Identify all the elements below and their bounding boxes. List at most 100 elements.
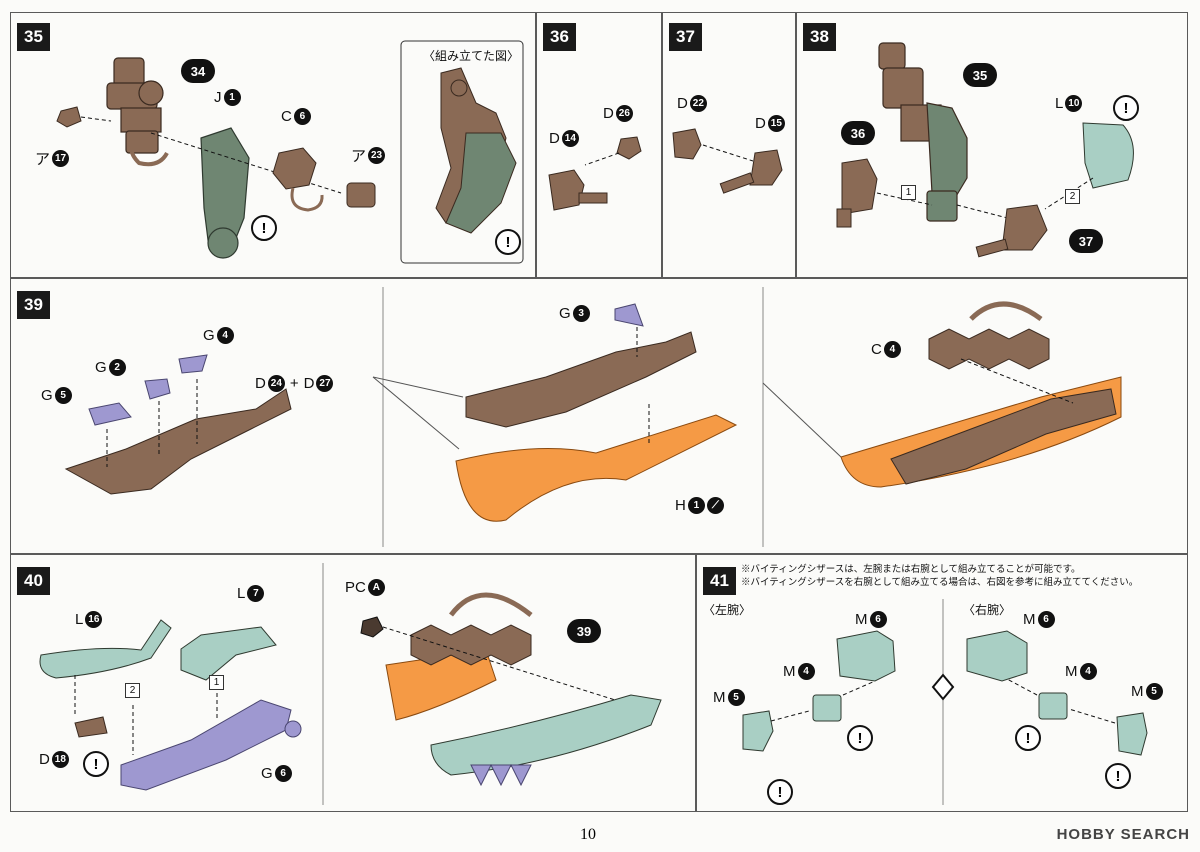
part-number: 26 xyxy=(615,105,633,122)
part-d22 xyxy=(672,128,702,160)
part-number: 6 xyxy=(274,765,292,782)
part-c6 xyxy=(272,147,317,190)
part-g4 xyxy=(178,354,208,374)
warning-icon: ! xyxy=(1113,95,1139,121)
left-m5 xyxy=(742,710,774,752)
step-41-illustration xyxy=(742,599,1148,805)
part-number: 24 xyxy=(267,375,285,392)
part-number: 1 xyxy=(687,497,705,514)
part-d26 xyxy=(616,136,642,160)
order-box: 1 xyxy=(209,675,224,690)
gate-cut-icon: ⟋ xyxy=(706,497,724,514)
part-number: 23 xyxy=(368,147,386,164)
step-number: 41 xyxy=(703,567,736,595)
blade-assembly-right xyxy=(890,388,1117,485)
part-number: 7 xyxy=(247,585,265,602)
part-number: 17 xyxy=(52,150,70,167)
part-letter: M xyxy=(1131,683,1144,700)
part-number: 5 xyxy=(54,387,72,404)
part-pca xyxy=(360,616,384,638)
step-ref-badge: 36 xyxy=(841,121,875,145)
warning-icon: ! xyxy=(495,229,521,255)
right-arm-title: 〈右腕〉 xyxy=(963,603,1012,617)
part-number: 4 xyxy=(797,663,815,680)
part-letter: L xyxy=(1055,95,1064,112)
part-number: 3 xyxy=(572,305,590,322)
part-number: 4 xyxy=(883,341,901,358)
part-letter: C xyxy=(281,108,292,125)
order-2: 2 xyxy=(1065,189,1080,204)
step-number: 35 xyxy=(17,23,50,51)
part-letter: M xyxy=(1023,611,1036,628)
part-d15 xyxy=(719,149,783,194)
step-number: 36 xyxy=(543,23,576,51)
label-ref36: 36 xyxy=(841,121,875,145)
label-ref35: 35 xyxy=(963,63,997,87)
inset-title: 〈組み立てた図〉 xyxy=(423,49,520,63)
mirror-icon xyxy=(931,673,955,701)
part-letter: C xyxy=(871,341,882,358)
part-letter: G xyxy=(203,327,215,344)
label-ref39: 39 xyxy=(567,619,601,643)
part-letter: G xyxy=(261,765,273,782)
part-letter: M xyxy=(783,663,796,680)
warning-icon: ! xyxy=(847,725,873,751)
part-letter: D xyxy=(603,105,614,122)
warning-icon: ! xyxy=(1105,763,1131,789)
part-number: 10 xyxy=(1065,95,1083,112)
right-m5 xyxy=(1116,712,1148,756)
step-ref-badge: 37 xyxy=(1069,229,1103,253)
part-letter: G xyxy=(95,359,107,376)
part-letter: L xyxy=(237,585,246,602)
part-letter: D xyxy=(755,115,766,132)
part-d18 xyxy=(74,716,108,738)
part-letter: ア xyxy=(351,148,367,165)
part-number: 4 xyxy=(1079,663,1097,680)
order-1: 1 xyxy=(901,185,916,200)
part-number: 18 xyxy=(51,751,69,768)
part-letter: H xyxy=(675,497,686,514)
step-35-illustration xyxy=(56,40,524,264)
part-c4 xyxy=(928,301,1050,370)
part-number: 27 xyxy=(316,375,334,392)
blade-orange-40 xyxy=(385,649,497,721)
part-letter: G xyxy=(559,305,571,322)
part-g3 xyxy=(614,303,644,327)
step-40-illustration xyxy=(39,563,662,805)
part-letter: M xyxy=(713,689,726,706)
part-letter: M xyxy=(855,611,868,628)
part-h1 xyxy=(455,414,738,522)
part-g2 xyxy=(144,378,171,400)
part-letter: ア xyxy=(35,151,51,168)
part-34-body xyxy=(106,57,164,154)
step-number: 39 xyxy=(17,291,50,319)
part-number: 5 xyxy=(1145,683,1163,700)
watermark: HOBBY SEARCH xyxy=(1056,826,1190,843)
blade-base-left xyxy=(64,388,292,495)
step-41-panel: 41 ※バイティングシザースは、左腕または右腕として組み立てることが可能です。 … xyxy=(696,554,1188,812)
part-37 xyxy=(975,204,1048,258)
label-ref34: 34 xyxy=(181,59,215,83)
blade-teal-40 xyxy=(430,694,662,776)
part-a17 xyxy=(56,106,82,128)
warning-icon: ! xyxy=(83,751,109,777)
part-letter: D xyxy=(39,751,50,768)
blade-assembly-mid xyxy=(465,331,697,428)
step-ref-badge: 34 xyxy=(181,59,215,83)
